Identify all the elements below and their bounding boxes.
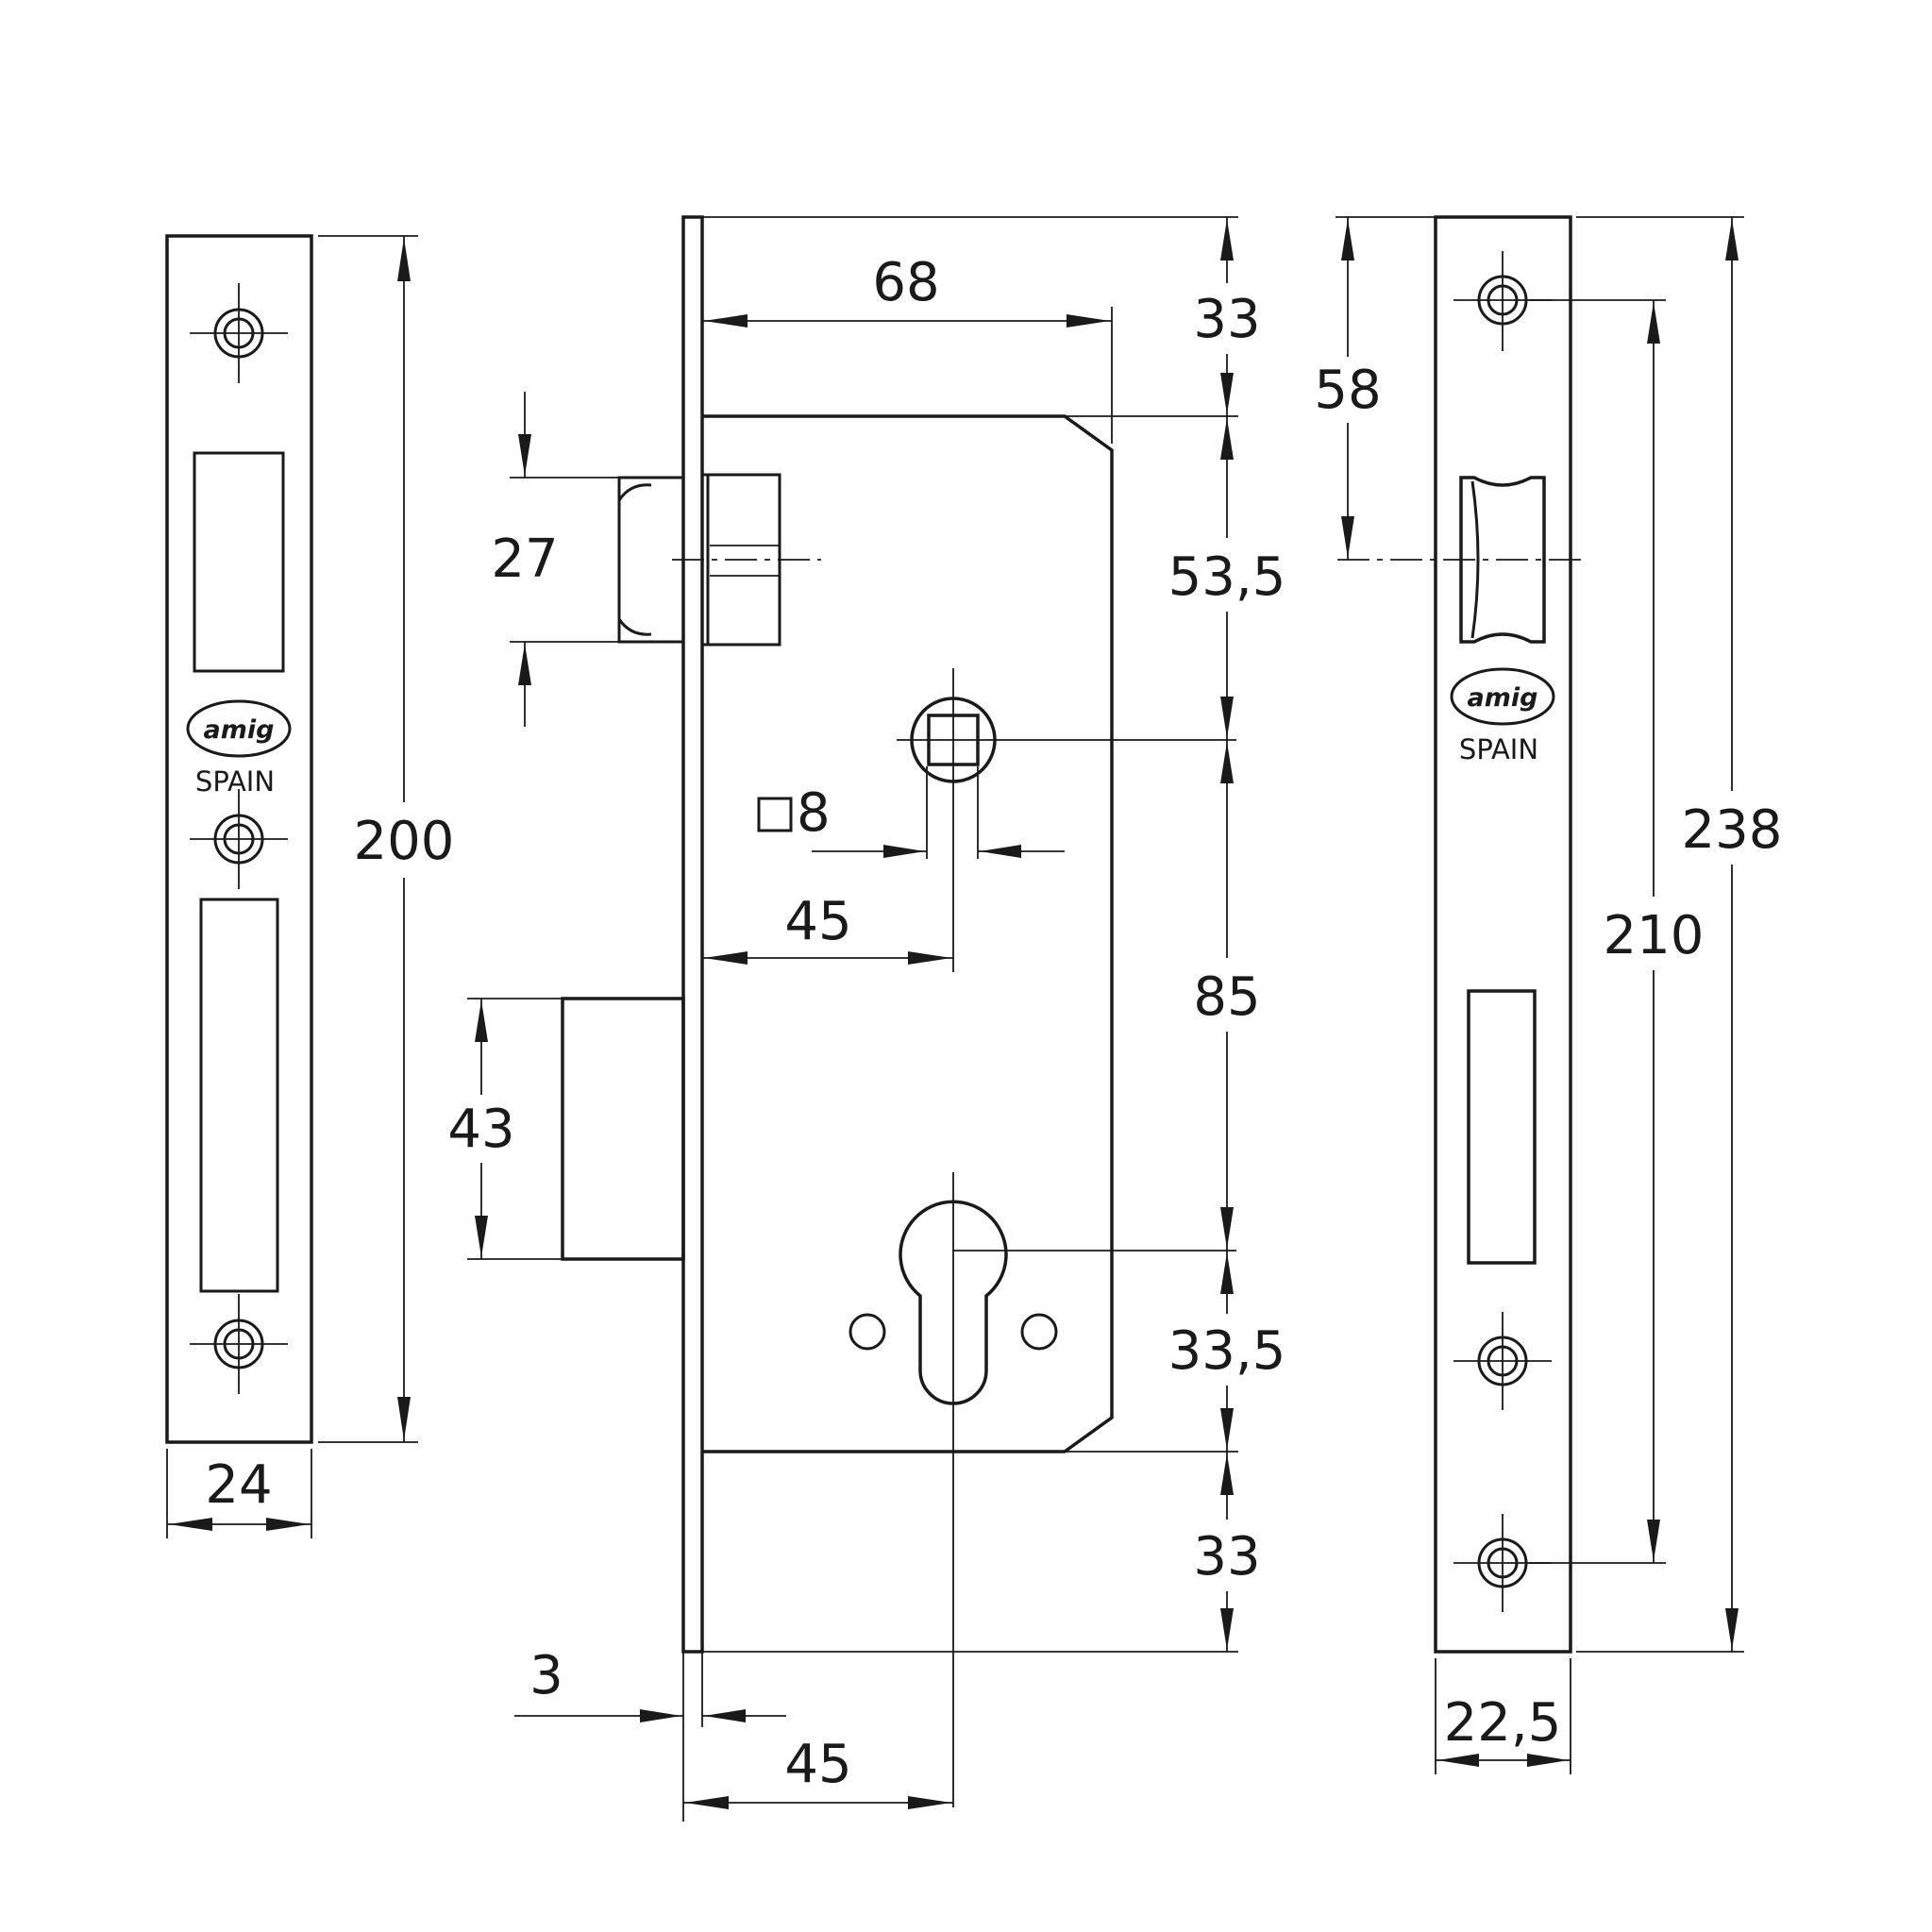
deadbolt: [561, 997, 685, 1261]
cylinder-cutout: [848, 1172, 1236, 1807]
origin-label: SPAIN: [195, 765, 275, 798]
svg-text:85: 85: [1193, 966, 1260, 1028]
svg-text:43: 43: [447, 1099, 514, 1160]
bolt-window: [199, 898, 279, 1293]
dim-chain-right: 33 53,5 85 33,5 33: [702, 216, 1286, 1653]
svg-text:22,5: 22,5: [1444, 1692, 1562, 1754]
svg-text:200: 200: [354, 811, 455, 872]
svg-text:45: 45: [784, 891, 851, 952]
latch-bolt: [617, 473, 821, 647]
svg-text:53,5: 53,5: [1168, 546, 1286, 608]
svg-text:58: 58: [1314, 360, 1381, 421]
svg-text:68: 68: [872, 252, 939, 313]
dim-latch-height: 27: [491, 392, 619, 727]
square-symbol-icon: [757, 797, 793, 832]
dim-left-plate-height: 200: [318, 235, 455, 1443]
dim-left-plate-width: 24: [166, 1449, 312, 1538]
dim-strike-screw-spacing: 210: [1529, 299, 1705, 1564]
dim-cylinder-backset: 45: [683, 1734, 953, 1809]
svg-text:238: 238: [1682, 799, 1783, 861]
svg-text:amig: amig: [204, 715, 275, 745]
svg-text:27: 27: [491, 529, 558, 590]
screw-hole-icon: [1453, 1312, 1552, 1410]
dim-strike-width: 22,5: [1435, 1658, 1571, 1774]
svg-text:8: 8: [797, 782, 831, 844]
dim-strike-top-to-latch: 58: [1314, 216, 1436, 560]
latch-strike-opening: [1459, 476, 1546, 644]
left-faceplate: amig SPAIN: [165, 234, 313, 1444]
svg-text:33: 33: [1193, 289, 1260, 350]
lock-case: [702, 414, 1114, 1453]
svg-text:3: 3: [529, 1645, 563, 1706]
latch-window: [193, 451, 285, 673]
dim-spindle-backset: 45: [702, 891, 953, 965]
svg-text:33,5: 33,5: [1168, 1320, 1286, 1382]
svg-text:210: 210: [1604, 905, 1705, 966]
dim-strike-height: 238: [1576, 216, 1783, 1653]
svg-text:amig: amig: [1468, 683, 1538, 713]
screw-hole-icon: [190, 1294, 288, 1394]
amig-logo: amig: [186, 699, 292, 758]
svg-text:33: 33: [1193, 1526, 1260, 1588]
bolt-strike-window: [1467, 989, 1537, 1265]
screw-hole-icon: [190, 789, 288, 889]
faceplate-strip: [681, 215, 704, 1654]
screw-hole-icon: [1453, 251, 1552, 351]
amig-logo: amig: [1450, 667, 1555, 726]
svg-text:45: 45: [784, 1734, 851, 1795]
dim-spindle-square: 8: [757, 782, 1065, 858]
strike-plate: amig SPAIN: [1337, 215, 1586, 1654]
dim-backset-top: 68: [702, 252, 1113, 444]
origin-label: SPAIN: [1459, 733, 1538, 765]
screw-hole-icon: [1453, 1514, 1552, 1612]
spindle-hub: [897, 668, 1236, 972]
lock-body: [561, 215, 1236, 1807]
svg-text:24: 24: [205, 1454, 272, 1516]
dim-faceplate-thickness: 3: [514, 1645, 786, 1822]
dim-bolt-height: 43: [447, 998, 563, 1260]
screw-hole-icon: [190, 283, 288, 383]
